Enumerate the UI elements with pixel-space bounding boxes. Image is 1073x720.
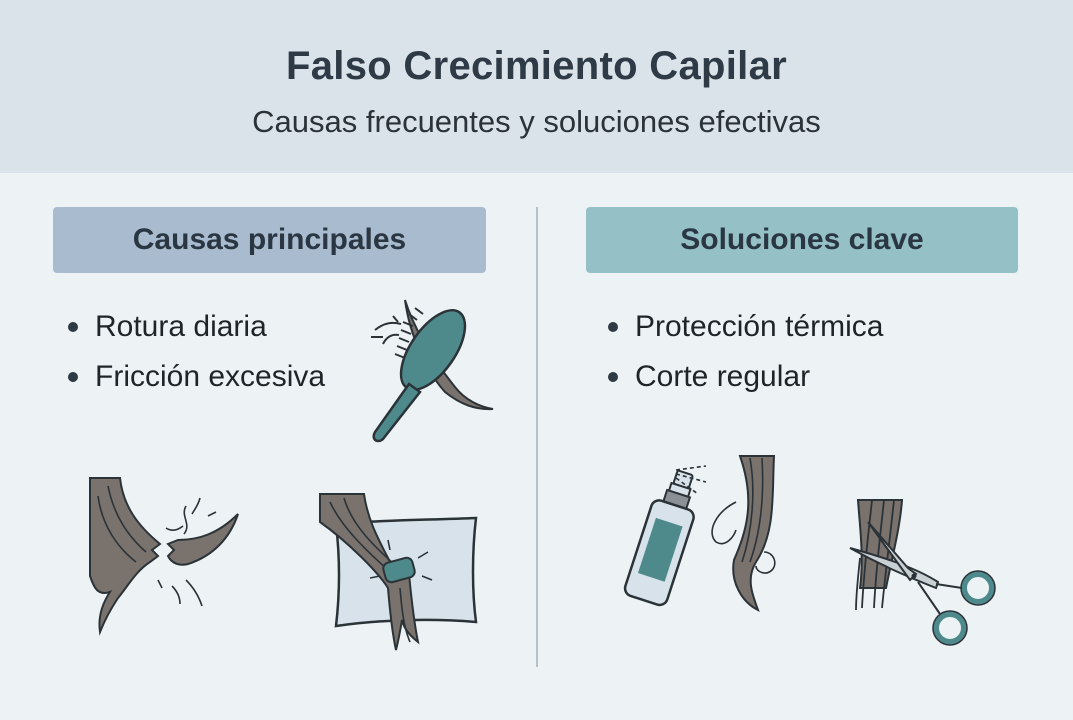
list-item-label: Corte regular — [635, 360, 811, 393]
causes-list: Rotura diaria Fricción excesiva — [68, 302, 325, 402]
list-item: Rotura diaria — [68, 302, 325, 352]
list-item-label: Rotura diaria — [95, 310, 267, 343]
list-item: Corte regular — [608, 352, 883, 402]
hairbrush-icon — [371, 299, 494, 443]
page-title: Falso Crecimiento Capilar — [286, 44, 787, 88]
page-subtitle: Causas frecuentes y soluciones efectivas — [252, 104, 821, 139]
solutions-list: Protección térmica Corte regular — [608, 302, 883, 402]
bullet-icon — [608, 322, 618, 332]
header-banner: Falso Crecimiento Capilar Causas frecuen… — [0, 0, 1073, 173]
solutions-heading-label: Soluciones clave — [680, 223, 924, 256]
column-divider — [536, 207, 538, 667]
heat-protectant-spray-icon — [623, 455, 776, 613]
list-item: Fricción excesiva — [68, 352, 325, 402]
pillow-hair-tie-icon — [319, 493, 478, 651]
list-item-label: Protección térmica — [635, 310, 884, 343]
solutions-heading: Soluciones clave — [586, 207, 1018, 273]
list-item-label: Fricción excesiva — [95, 360, 326, 393]
broken-hair-icon — [89, 477, 239, 636]
bullet-icon — [608, 372, 618, 382]
scissors-trimming-icon — [849, 499, 996, 646]
bullet-icon — [68, 372, 78, 382]
bullet-icon — [68, 322, 78, 332]
causes-heading-label: Causas principales — [132, 223, 407, 256]
causes-heading: Causas principales — [53, 207, 486, 273]
list-item: Protección térmica — [608, 302, 883, 352]
